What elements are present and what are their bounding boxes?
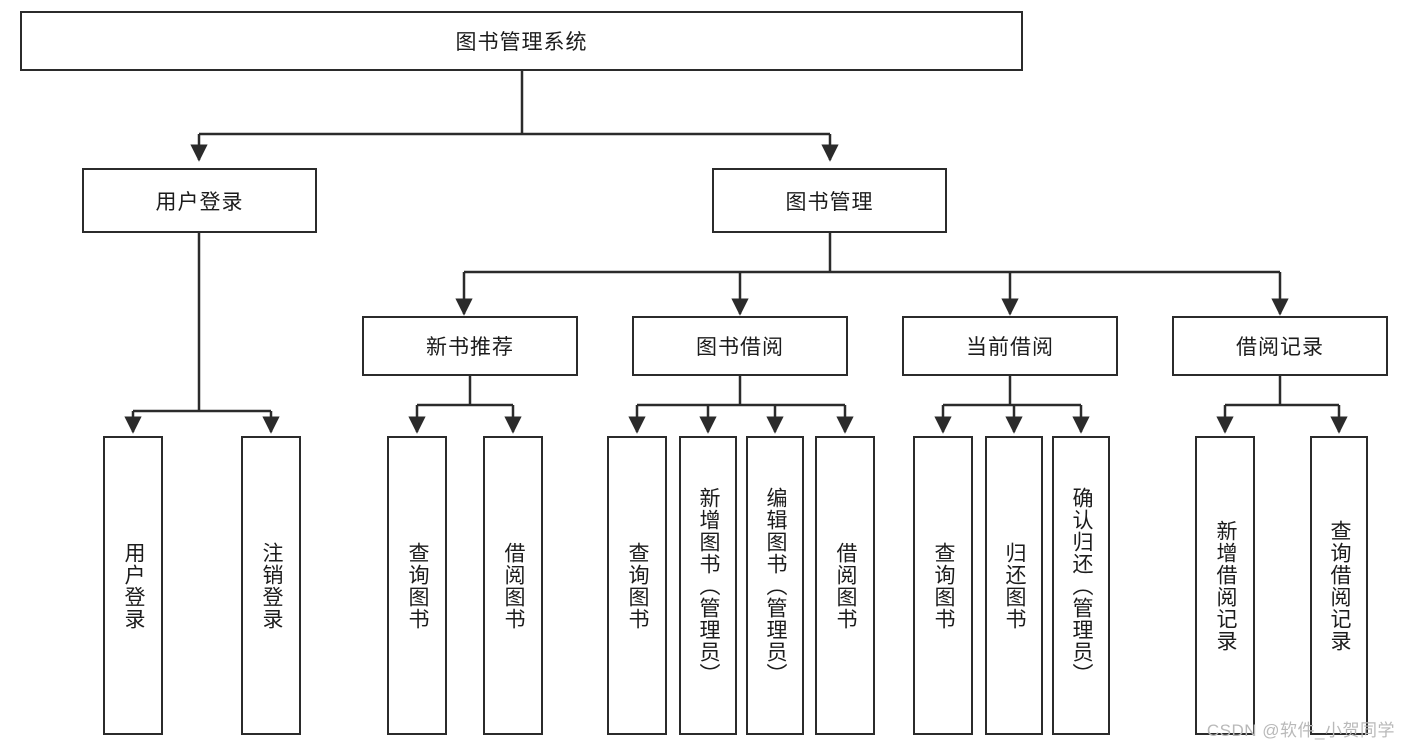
leaf-current-borrow-1[interactable]: 归还图书: [985, 436, 1043, 735]
leaf-user-login-1[interactable]: 注销登录: [241, 436, 301, 735]
leaf-book-borrow-2[interactable]: 编辑图书（管理员）: [746, 436, 804, 735]
leaf-new-book-recommend-1[interactable]: 借阅图书: [483, 436, 543, 735]
leaf-borrow-record-0-label: 新增借阅记录: [1214, 519, 1238, 652]
leaf-current-borrow-2-label: 确认归还（管理员）: [1070, 486, 1094, 685]
node-new-book-recommend-label: 新书推荐: [426, 336, 514, 359]
leaf-book-borrow-1-label: 新增图书（管理员）: [697, 486, 721, 685]
leaf-book-borrow-0-label: 查询图书: [626, 541, 650, 630]
leaf-new-book-recommend-1-label: 借阅图书: [502, 541, 526, 630]
csdn-watermark: CSDN @软件_小贺同学: [1206, 721, 1395, 740]
node-book-borrow-label: 图书借阅: [696, 336, 784, 359]
node-current-borrow[interactable]: 当前借阅: [902, 316, 1118, 376]
node-book-management[interactable]: 图书管理: [712, 168, 947, 233]
node-borrow-record-label: 借阅记录: [1236, 336, 1324, 359]
node-root[interactable]: 图书管理系统: [20, 11, 1023, 71]
leaf-user-login-1-label: 注销登录: [260, 541, 284, 630]
leaf-borrow-record-0[interactable]: 新增借阅记录: [1195, 436, 1255, 735]
node-borrow-record[interactable]: 借阅记录: [1172, 316, 1388, 376]
leaf-current-borrow-1-label: 归还图书: [1003, 541, 1027, 630]
node-current-borrow-label: 当前借阅: [966, 336, 1054, 359]
leaf-book-borrow-1[interactable]: 新增图书（管理员）: [679, 436, 737, 735]
leaf-current-borrow-0[interactable]: 查询图书: [913, 436, 973, 735]
node-user-login[interactable]: 用户登录: [82, 168, 317, 233]
leaf-book-borrow-3[interactable]: 借阅图书: [815, 436, 875, 735]
node-book-borrow[interactable]: 图书借阅: [632, 316, 848, 376]
leaf-current-borrow-2[interactable]: 确认归还（管理员）: [1052, 436, 1110, 735]
leaf-new-book-recommend-0[interactable]: 查询图书: [387, 436, 447, 735]
leaf-new-book-recommend-0-label: 查询图书: [406, 541, 430, 630]
leaf-borrow-record-1-label: 查询借阅记录: [1328, 519, 1352, 652]
leaf-user-login-0[interactable]: 用户登录: [103, 436, 163, 735]
leaf-book-borrow-0[interactable]: 查询图书: [607, 436, 667, 735]
leaf-book-borrow-3-label: 借阅图书: [834, 541, 858, 630]
leaf-borrow-record-1[interactable]: 查询借阅记录: [1310, 436, 1368, 735]
leaf-book-borrow-2-label: 编辑图书（管理员）: [764, 486, 788, 685]
node-book-management-label: 图书管理: [785, 190, 874, 214]
node-user-login-label: 用户登录: [155, 190, 244, 214]
leaf-current-borrow-0-label: 查询图书: [932, 541, 956, 630]
node-new-book-recommend[interactable]: 新书推荐: [362, 316, 578, 376]
node-root-label: 图书管理系统: [455, 31, 588, 54]
leaf-user-login-0-label: 用户登录: [122, 541, 146, 630]
